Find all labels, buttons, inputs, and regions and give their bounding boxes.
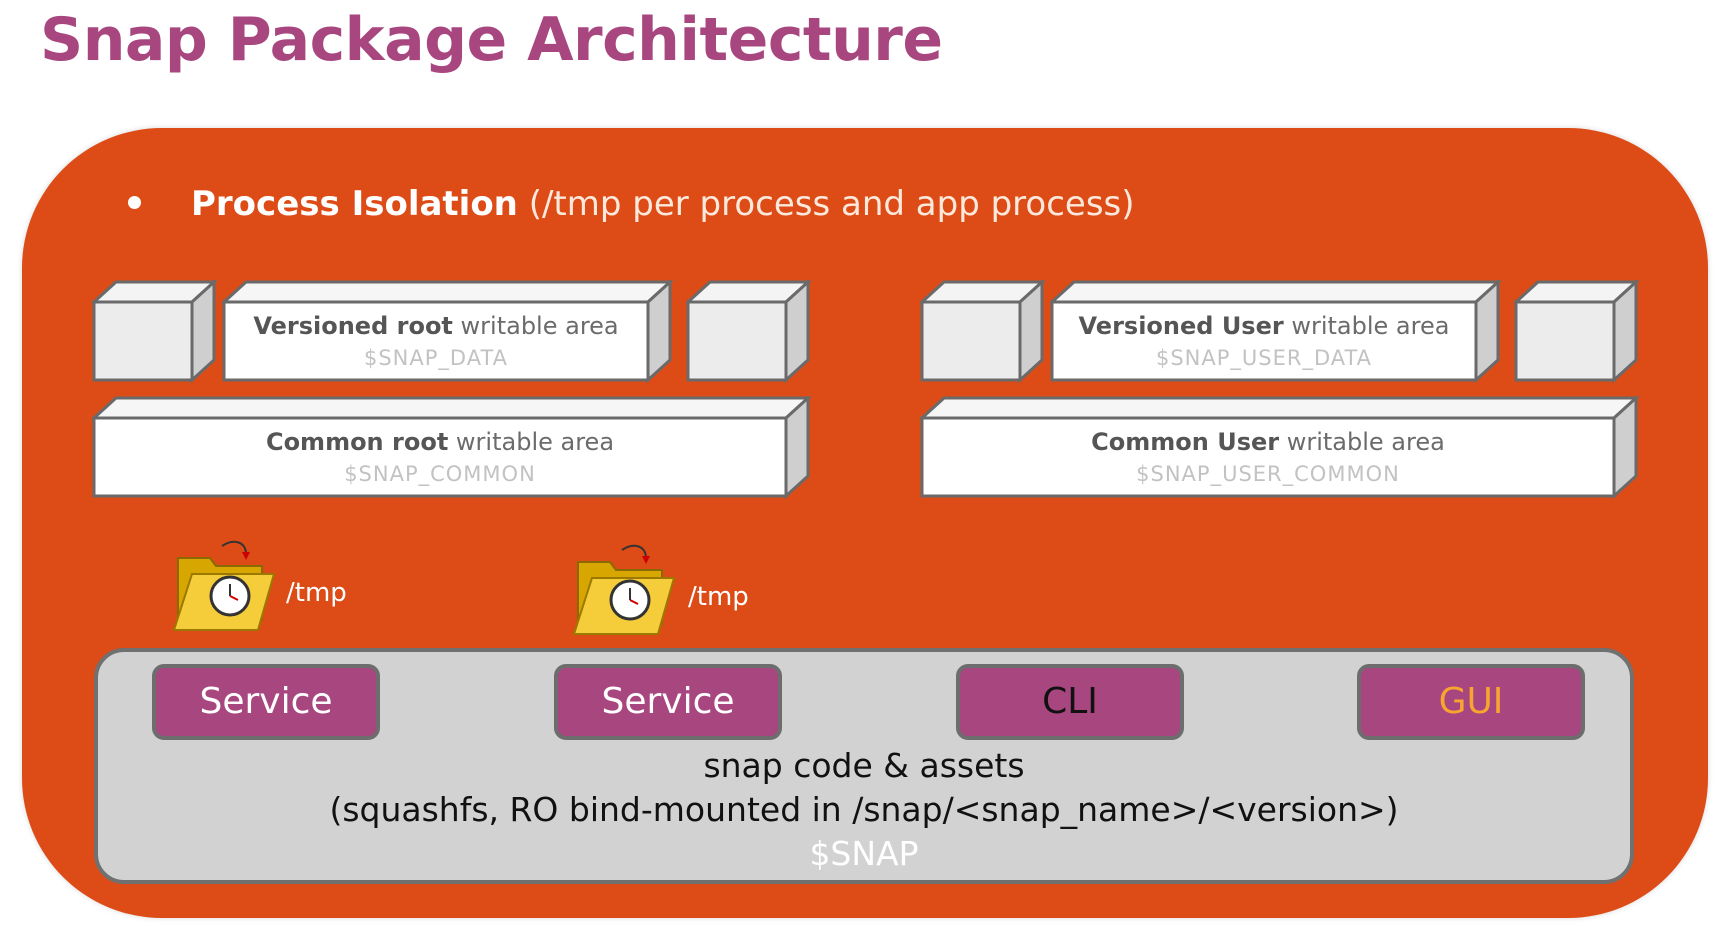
versioned-root-rest: writable area [452,312,619,340]
versioned-user-rest: writable area [1283,312,1450,340]
snap-code-line1: snap code & assets [703,746,1025,785]
app-service-1: Service [152,664,380,740]
app-service-2: Service [554,664,782,740]
page-title: Snap Package Architecture [40,5,943,75]
versioned-root-label: Versioned root writable area [222,312,650,340]
common-user-rest: writable area [1279,428,1445,456]
common-root-rest: writable area [448,428,615,456]
snap-user-data-var: $SNAP_USER_DATA [1155,346,1373,370]
folder-clock-icon [172,540,276,631]
bullet-detail: (/tmp per process and app process) [517,184,1135,224]
common-user-label: Common User writable area [920,428,1616,456]
common-root-bold: Common root [265,428,449,456]
versioned-user-bold: Versioned User [1078,312,1284,340]
bullet-heading: Process Isolation [191,184,518,224]
snap-code-line2: (squashfs, RO bind-mounted in /snap/<sna… [329,790,1399,829]
snap-var: $SNAP [809,834,919,873]
app-cli: CLI [956,664,1184,740]
bullet-dot-icon [128,196,141,209]
small-cube-user-left [920,280,1046,384]
snap-data-var: $SNAP_DATA [363,346,509,370]
small-cube-root-right [686,280,812,384]
common-user-box [920,396,1640,500]
common-user-bold: Common User [1091,428,1280,456]
folder-clock-icon [572,544,676,635]
versioned-root-bold: Versioned root [253,312,453,340]
snap-common-var: $SNAP_COMMON [344,462,536,486]
versioned-user-box [1050,280,1502,384]
tmp-label-2: /tmp [688,582,749,612]
common-root-box [92,396,812,500]
tmp-label-1: /tmp [286,578,347,608]
common-root-label: Common root writable area [92,428,788,456]
snap-user-common-var: $SNAP_USER_COMMON [1136,462,1400,486]
versioned-user-label: Versioned User writable area [1050,312,1478,340]
small-cube-user-right [1514,280,1640,384]
versioned-root-box [222,280,674,384]
small-cube-root-left [92,280,218,384]
process-isolation-bullet: Process Isolation (/tmp per process and … [128,182,1135,226]
app-gui: GUI [1357,664,1585,740]
